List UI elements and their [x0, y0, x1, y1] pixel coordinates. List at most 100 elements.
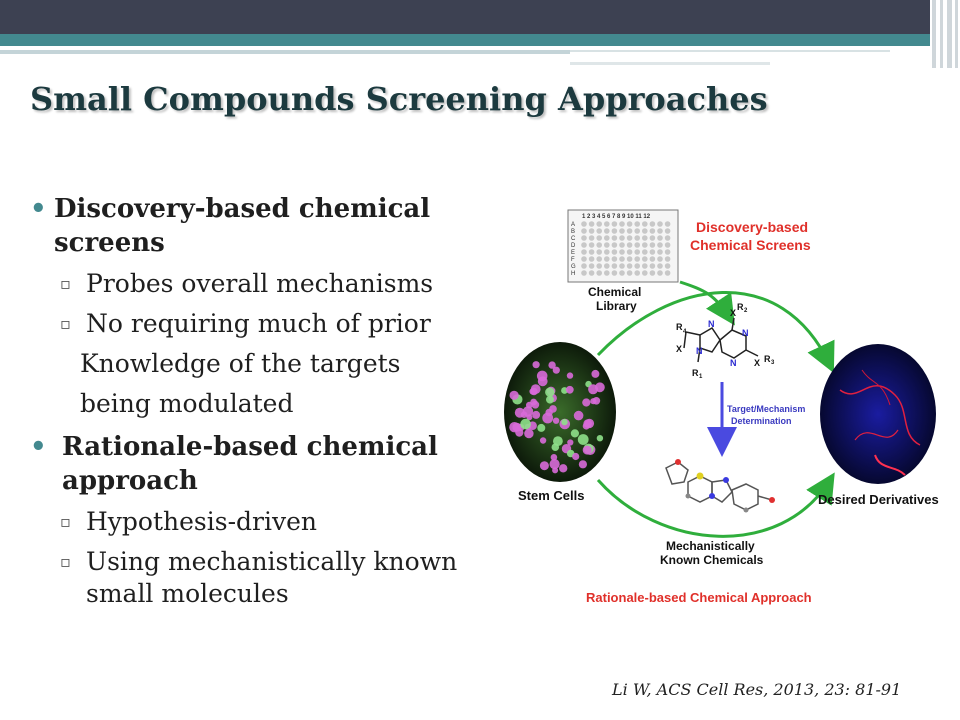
svg-text:N: N — [730, 358, 737, 368]
plate-well — [649, 221, 656, 227]
plate-well — [664, 235, 671, 241]
stem-cell — [509, 422, 520, 433]
plate-well — [588, 242, 595, 248]
plate-well — [604, 256, 610, 262]
plate-well — [604, 221, 610, 227]
stem-cell — [570, 429, 579, 438]
label-library: Library — [596, 299, 637, 313]
label-chemical-screens: Chemical Screens — [690, 237, 811, 253]
sub-bullet-text: Probes overall mechanisms — [86, 269, 434, 298]
plate-well — [664, 249, 671, 255]
stem-cell — [591, 369, 600, 378]
label-mechanistically: Mechanistically — [666, 539, 755, 553]
plate-well — [581, 249, 587, 255]
stem-cell — [561, 418, 568, 426]
plate-well — [634, 263, 640, 269]
plate-row-label: C — [571, 236, 576, 242]
svg-text:X: X — [730, 308, 736, 318]
stem-cell — [539, 461, 549, 471]
plate-row-label: F — [571, 257, 575, 263]
stem-cell — [572, 452, 580, 461]
plate-well — [619, 221, 625, 227]
plate-well — [596, 221, 602, 227]
plate-well — [588, 256, 595, 262]
plate-well — [657, 228, 663, 234]
molecule-substituent-labels: X R 2 R 4 X X R 3 R 1 — [676, 302, 775, 380]
stem-cell — [552, 417, 560, 424]
stem-cell — [529, 388, 536, 395]
stem-cell — [509, 390, 519, 400]
sub-bullet-marker: ▫ — [60, 552, 71, 571]
plate-well — [642, 270, 648, 276]
stem-cell — [573, 410, 584, 421]
arrow-library-to-molecule — [679, 280, 735, 326]
bullet-dot: • — [30, 432, 47, 462]
plate-well — [642, 221, 648, 227]
stem-cell — [537, 423, 546, 432]
plate-row-label: H — [571, 271, 575, 277]
plate-well — [596, 270, 602, 276]
plate-well — [581, 235, 587, 241]
continuation-line: being modulated — [80, 389, 294, 418]
plate-well — [664, 256, 671, 262]
plate-well — [619, 270, 625, 276]
plate-well — [581, 221, 587, 227]
arrow-stem-to-derivatives-bottom — [596, 472, 835, 538]
plate-well — [642, 249, 648, 255]
plate-well — [588, 221, 595, 227]
stem-cell — [520, 418, 531, 430]
plate-row-label: B — [571, 229, 575, 235]
plate-well — [634, 249, 640, 255]
plate-well — [604, 228, 610, 234]
stem-cell — [596, 435, 604, 442]
sub-bullet-marker: ▫ — [60, 512, 71, 531]
plate-well — [611, 249, 618, 255]
plate-well — [611, 242, 618, 248]
stem-cell — [545, 387, 555, 397]
plate-well — [588, 270, 595, 276]
stem-cell — [551, 443, 560, 451]
label-determination: Determination — [731, 416, 792, 426]
stem-cell — [583, 419, 592, 428]
svg-text:R: R — [737, 302, 744, 312]
plate-well — [581, 263, 587, 269]
plate-column-labels: 1 2 3 4 5 6 7 8 9 10 11 12 — [582, 214, 651, 220]
plate-well — [626, 235, 633, 241]
plate-well — [657, 242, 663, 248]
stem-cell — [567, 439, 574, 446]
stem-cell — [539, 437, 547, 444]
sub-bullet: ▫ Probes overall mechanisms — [28, 268, 508, 300]
plate-well — [596, 263, 602, 269]
header-accent-line — [570, 50, 890, 52]
slide-title: Small Compounds Screening Approaches — [30, 80, 768, 118]
label-stem-cells: Stem Cells — [518, 488, 584, 503]
plate-well — [626, 221, 633, 227]
svg-text:R: R — [692, 368, 699, 378]
continuation-line: small molecules — [86, 579, 289, 608]
sub-bullet-marker: ▫ — [60, 274, 71, 293]
plate-well — [619, 242, 625, 248]
molecule-atom-labels: N N N N — [696, 319, 749, 368]
plate-well — [604, 235, 610, 241]
plate-well — [649, 263, 656, 269]
plate-well — [657, 256, 663, 262]
plate-well — [619, 235, 625, 241]
plate-well — [619, 228, 625, 234]
stem-cell — [548, 361, 556, 369]
stem-cell — [552, 467, 559, 474]
stem-cell — [565, 385, 574, 394]
plate-well — [634, 256, 640, 262]
plate-well — [664, 242, 671, 248]
label-target-mechanism: Target/Mechanism — [727, 404, 805, 414]
plate-well — [604, 263, 610, 269]
plate-well — [657, 270, 663, 276]
molecule-atoms — [675, 459, 775, 513]
stem-cell — [578, 460, 587, 469]
plate-well — [634, 242, 640, 248]
stem-cell — [582, 398, 591, 407]
plate-wells — [581, 221, 671, 276]
sub-bullet: ▫ Hypothesis-driven — [28, 506, 508, 538]
header-accent-line — [0, 50, 570, 54]
